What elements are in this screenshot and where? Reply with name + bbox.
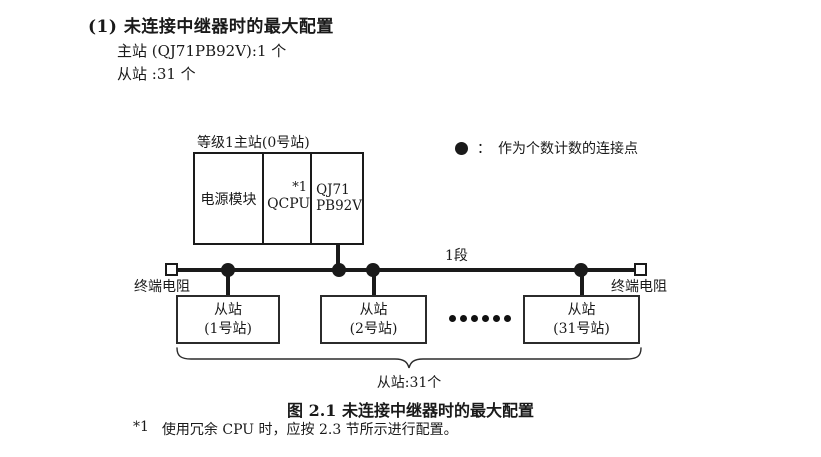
slave-name: 从站 — [567, 301, 596, 318]
slave-name: 从站 — [214, 301, 242, 318]
left-terminator-label: 终端电阻 — [134, 279, 190, 295]
bus-line — [172, 268, 642, 272]
pb92v-module-name-line2: PB92V — [316, 197, 362, 214]
qcpu-module-name: QCPU — [267, 195, 311, 212]
connection-point-dot — [221, 263, 235, 277]
slave-station-1-box: 从站 (1号站) — [176, 295, 280, 344]
ellipsis-dots — [449, 315, 511, 322]
master-station-label: 等级1主站(0号站) — [197, 135, 310, 151]
connection-point-dot — [366, 263, 380, 277]
slave2-drop-line — [371, 270, 376, 296]
power-module-cell: 电源模块 — [195, 154, 265, 243]
left-terminating-resistor-icon — [165, 262, 178, 276]
section-title: (1) 未连接中继器时的最大配置 — [88, 17, 334, 37]
right-terminating-resistor-icon — [634, 262, 647, 276]
connection-point-dot — [574, 263, 588, 277]
figure-caption: 图 2.1 未连接中继器时的最大配置 — [287, 401, 534, 420]
footnote-ref-marker: *1 — [292, 180, 308, 195]
segment-label: 1段 — [445, 248, 468, 264]
slave-station-number: (31号站) — [553, 320, 610, 337]
pb92v-module-cell: QJ71 PB92V — [312, 154, 362, 243]
brace-shape — [176, 347, 642, 369]
master-station-box: 电源模块 *1 QCPU QJ71 PB92V — [193, 152, 364, 245]
footnote-text: 使用冗余 CPU 时，应按 2.3 节所示进行配置。 — [161, 422, 458, 438]
master-drop-line — [336, 244, 340, 270]
slave-name: 从站 — [359, 301, 388, 318]
legend-text: 作为个数计数的连接点 — [498, 141, 638, 157]
pb92v-module-name-line1: QJ71 — [316, 181, 350, 198]
slave1-drop-line — [226, 270, 230, 296]
legend-separator: ： — [477, 141, 491, 157]
master-count-line: 主站 (QJ71PB92V):1 个 — [117, 42, 287, 60]
slave31-drop-line — [579, 270, 584, 296]
connection-point-icon — [455, 141, 468, 155]
connection-point-dot — [332, 263, 346, 277]
slave-count-line: 从站 :31 个 — [117, 65, 196, 83]
slave-station-2-box: 从站 (2号站) — [320, 295, 427, 344]
slave-station-number: (1号站) — [204, 320, 252, 337]
legend: ： 作为个数计数的连接点 — [455, 138, 638, 158]
slave-station-31-box: 从站 (31号站) — [523, 295, 640, 344]
slave-station-number: (2号站) — [349, 320, 398, 337]
right-terminator-label: 终端电阻 — [611, 279, 667, 295]
slave-total-label: 从站:31个 — [376, 375, 442, 391]
footnote-marker: *1 — [133, 419, 149, 435]
qcpu-module-cell: *1 QCPU — [264, 154, 313, 243]
footnote: *1 使用冗余 CPU 时，应按 2.3 节所示进行配置。 — [133, 419, 458, 439]
